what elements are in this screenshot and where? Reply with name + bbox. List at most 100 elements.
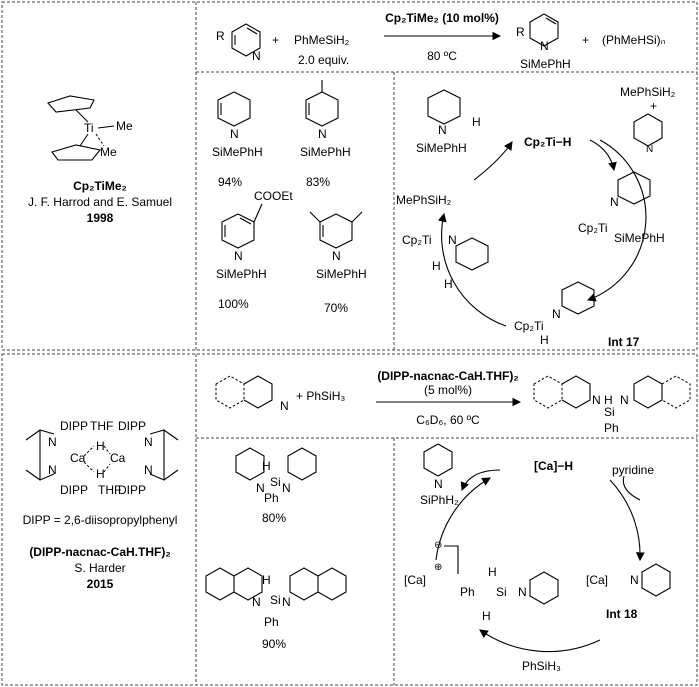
bottom-product-2: N H Si Ph N 90%: [205, 567, 347, 651]
bp1-si: Si: [270, 475, 281, 489]
bcycle-pyridine-arrow: [622, 475, 641, 501]
product4-sime: SiMePhH: [316, 267, 367, 281]
bcycle-product-n: N: [434, 477, 443, 491]
cp-ring-upper: [47, 95, 95, 113]
cycle-product-h: H: [472, 115, 481, 129]
cycle-arc-top: [473, 141, 513, 181]
cp-ring-lower: [51, 144, 101, 161]
bcycle-int-left-h2: H: [482, 609, 491, 623]
bp2-h: H: [262, 573, 271, 587]
top-reaction-catalyst: Cp₂TiMe₂ (10 mol%): [385, 11, 499, 25]
bottom-reactant-isoquinoline: N: [215, 375, 289, 413]
bcycle-int-left-ph: Ph: [460, 585, 475, 599]
bottom-cycle-hydride: [Ca]−H: [534, 459, 573, 473]
bp1-ph: Ph: [264, 491, 279, 505]
bcycle-int-left-h1: H: [488, 565, 497, 579]
bcycle-arc-bottom: [479, 629, 601, 653]
top-reaction-conditions: 80 ºC: [427, 49, 457, 63]
top-product-r: R: [516, 25, 525, 39]
cycle-int-left-h1: H: [432, 259, 441, 273]
top-cycle-silane-in: MePhSiH₂: [620, 85, 676, 99]
cycle-int-left-ring: [455, 237, 489, 271]
ti-label: Ti: [84, 121, 94, 135]
product1-sime: SiMePhH: [212, 145, 263, 159]
ca-h1: H: [96, 439, 105, 453]
top-cycle-hydride: Cp₂Ti−H: [524, 135, 571, 149]
product1-yield: 94%: [218, 175, 242, 189]
cycle-int-left-n: N: [448, 233, 457, 247]
top-product-1: N SiMePhH 94%: [212, 91, 263, 189]
top-product-n: N: [540, 39, 549, 53]
bottom-year: 2015: [87, 577, 114, 591]
top-product-sime: SiMePhH: [520, 57, 571, 71]
cycle-pyridine-in: [633, 113, 663, 147]
cycle-int-left-cp2ti: Cp₂Ti: [402, 233, 432, 247]
bottom-dipp-definition: DIPP = 2,6-diisopropylphenyl: [23, 513, 178, 527]
bottom-reagent: + PhSiH₃: [296, 389, 345, 403]
bottom-product-h: H: [604, 393, 613, 407]
top-pyridine-n: N: [252, 49, 261, 63]
bp1-yield: 80%: [262, 511, 286, 525]
bcycle-int-left-n: N: [518, 585, 527, 599]
bcycle-product-siph: SiPhH₂: [420, 493, 459, 507]
top-year: 1998: [87, 211, 114, 225]
ca-h2: H: [96, 467, 105, 481]
top-catalyst-name: Cp₂TiMe₂: [73, 179, 127, 193]
me-label-1: Me: [116, 119, 133, 133]
bottom-product-1: N H Si Ph N 80%: [235, 447, 317, 525]
calcium-dimer-structure: N N N N DIPP DIPP DIPP DIPP THF THF Ca C…: [25, 419, 179, 497]
bcycle-int-left-plus: ⊕: [434, 562, 442, 573]
bottom-product-n2: N: [620, 393, 629, 407]
top-reactant-pyridine: N R: [216, 23, 261, 63]
bcycle-int-right-ring: [641, 563, 671, 597]
product3-substituent: COOEt: [254, 189, 293, 203]
ca-n2: N: [48, 463, 57, 477]
top-cycle: Cp₂Ti−H MePhSiH₂ + N N H SiMePhH MePhSiH…: [396, 85, 676, 349]
cycle-int-right-ring: [617, 171, 651, 205]
bp1-n1: N: [256, 481, 265, 495]
bottom-authors: S. Harder: [74, 561, 125, 575]
bottom-reactant-n: N: [280, 399, 289, 413]
bp2-ph: Ph: [264, 615, 279, 629]
top-r-label: R: [216, 29, 225, 43]
bottom-product-bis-silane: N H Si Ph N: [533, 375, 691, 435]
bcycle-int-left-ca: [Ca]: [404, 573, 426, 587]
top-product-2: N SiMePhH 83%: [300, 80, 351, 189]
top-reagent: PhMeSiH₂: [294, 33, 350, 47]
cycle-int-right-sime: SiMePhH: [614, 231, 665, 245]
cycle-int-right-n: N: [610, 195, 619, 209]
cycle-pyridine-in-n: N: [646, 144, 653, 155]
bcycle-product-ring: [423, 443, 453, 477]
top-cycle-plus: +: [650, 99, 657, 113]
bcycle-int-left-minus: ⊖: [434, 540, 442, 551]
top-product-dihydropyridine: R N SiMePhH: [516, 13, 571, 71]
bottom-reaction-conditions: C₆D₆, 60 ºC: [416, 413, 480, 427]
bp2-n2: N: [282, 595, 291, 609]
bp2-n1: N: [252, 595, 261, 609]
bcycle-product-arrow: [460, 469, 501, 492]
product1-n: N: [230, 127, 239, 141]
top-product-3: COOEt N SiMePhH 100%: [216, 189, 293, 311]
bottom-catalyst-name: (DIPP-nacnac-CaH.THF)₂: [29, 545, 170, 559]
product3-n: N: [234, 249, 243, 263]
cycle-int-right-cp2ti: Cp₂Ti: [578, 221, 608, 235]
cycle-int17-h: H: [540, 333, 549, 347]
bcycle-int-left-si: Si: [496, 585, 507, 599]
cycle-substrate-arrow: [589, 139, 617, 172]
bottom-product-si: Si: [604, 405, 615, 419]
cycle-int17-cp2ti: Cp₂Ti: [514, 319, 544, 333]
bottom-reaction-loading: (5 mol%): [424, 383, 472, 397]
bcycle-int-right-n: N: [630, 573, 639, 587]
cycle-product-ring: [427, 89, 461, 125]
top-product-4: N SiMePhH 70%: [309, 211, 367, 315]
product2-yield: 83%: [306, 175, 330, 189]
ca-thf2: THF: [98, 483, 121, 497]
product2-n: N: [318, 127, 327, 141]
top-cycle-silane-mid: MePhSiH₂: [396, 193, 452, 207]
bp1-n2: N: [282, 481, 291, 495]
bp1-h: H: [262, 459, 271, 473]
bp2-si: Si: [270, 593, 281, 607]
bottom-intermediate-label: Int 18: [606, 607, 638, 621]
